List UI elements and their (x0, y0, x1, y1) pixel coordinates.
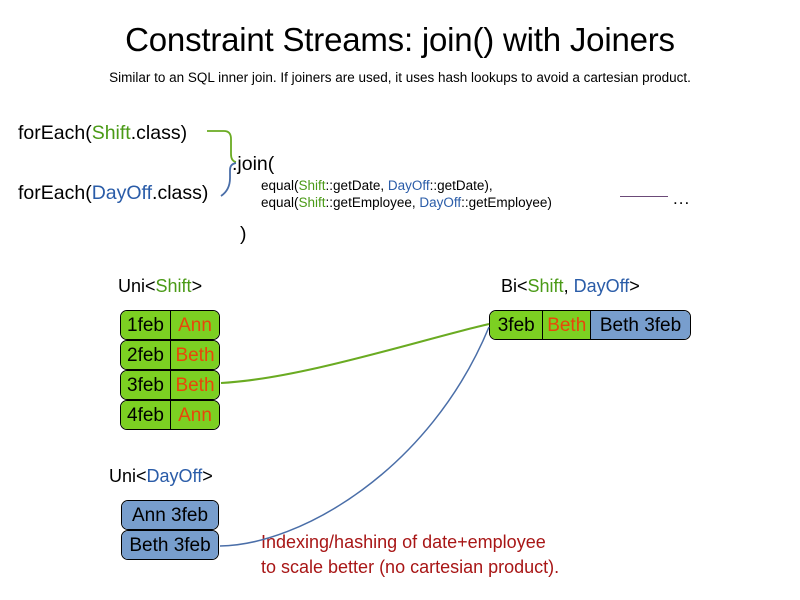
caption-uni-shift: Uni<Shift> (118, 275, 202, 297)
tuple-row[interactable]: 4feb Ann (120, 400, 220, 430)
bi-tuple-list: 3feb Beth Beth 3feb (489, 310, 691, 340)
uni-dayoff-caption-suffix: > (202, 466, 213, 486)
tuple-cell-dayoff: Ann 3feb (122, 501, 218, 529)
foreach-shift-suffix: .class) (130, 122, 188, 144)
tuple-cell-employee: Beth (169, 371, 219, 399)
tuple-cell-date: 1feb (121, 311, 170, 339)
joiner1-right-ref: ::getEmployee) (461, 195, 552, 210)
note-line-1: Indexing/hashing of date+employee (261, 532, 546, 552)
tuple-cell-date: 4feb (121, 401, 170, 429)
foreach-dayoff-prefix: forEach( (18, 182, 92, 204)
joiner0-left-type: Shift (298, 178, 326, 193)
joiner1-left-type: Shift (298, 195, 326, 210)
tuple-cell-employee: Beth (542, 311, 590, 339)
code-joiner-equal-date: equal(Shift::getDate, DayOff::getDate), (261, 177, 493, 194)
tuple-cell-date: 3feb (490, 311, 543, 339)
foreach-shift-type: Shift (91, 122, 131, 144)
code-joiner-equal-employee: equal(Shift::getEmployee, DayOff::getEmp… (261, 194, 552, 211)
tuple-row[interactable]: 2feb Beth (120, 340, 220, 370)
uni-shift-caption-suffix: > (191, 276, 203, 296)
joiner1-prefix: equal( (261, 195, 299, 210)
ellipsis-rule (620, 196, 668, 197)
bi-caption-prefix: Bi< (501, 276, 528, 296)
tuple-row[interactable]: Beth 3feb (121, 530, 219, 560)
uni-dayoff-caption-prefix: Uni< (109, 466, 147, 486)
caption-bi-shift-dayoff: Bi<Shift, DayOff> (501, 275, 640, 297)
joiner0-prefix: equal( (261, 178, 299, 193)
uni-dayoff-caption-type: DayOff (146, 466, 203, 486)
note-line-2: to scale better (no cartesian product). (261, 557, 560, 577)
tuple-row[interactable]: Ann 3feb (121, 500, 219, 530)
foreach-dayoff-suffix: .class) (152, 182, 209, 204)
tuple-row[interactable]: 3feb Beth (120, 370, 220, 400)
foreach-shift-prefix: forEach( (18, 122, 92, 144)
code-foreach-dayoff: forEach(DayOff.class) (18, 181, 208, 205)
note-text: Indexing/hashing of date+employee to sca… (261, 530, 559, 580)
connector-uni-shift-to-bi (220, 322, 490, 385)
foreach-dayoff-type: DayOff (91, 182, 153, 204)
bi-caption-type-shift: Shift (527, 276, 564, 296)
ellipsis-text: ... (673, 189, 691, 208)
tuple-cell-employee: Ann (169, 311, 219, 339)
tuple-cell-employee: Ann (169, 401, 219, 429)
bi-caption-middle: , (563, 276, 574, 296)
bi-caption-type-dayoff: DayOff (573, 276, 630, 296)
page-title: Constraint Streams: join() with Joiners (125, 21, 675, 58)
joiner0-right-ref: ::getDate), (429, 178, 493, 193)
tuple-row[interactable]: 1feb Ann (120, 310, 220, 340)
uni-shift-caption-type: Shift (155, 276, 192, 296)
joiner0-right-type: DayOff (387, 178, 430, 193)
connector-uni-dayoff-to-bi (219, 326, 490, 547)
code-foreach-shift: forEach(Shift.class) (18, 121, 187, 145)
joiner1-left-ref: ::getEmployee, (325, 195, 420, 210)
tuple-cell-dayoff: Beth 3feb (122, 531, 218, 559)
bi-caption-suffix: > (629, 276, 640, 296)
uni-shift-tuple-list: 1feb Ann 2feb Beth 3feb Beth 4feb Ann (120, 310, 220, 430)
code-join-open: .join( (232, 153, 275, 175)
caption-uni-dayoff: Uni<DayOff> (109, 465, 213, 487)
code-join-close: ) (240, 223, 247, 245)
page-subtitle: Similar to an SQL inner join. If joiners… (109, 70, 691, 85)
joiner0-left-ref: ::getDate, (325, 178, 388, 193)
tuple-row[interactable]: 3feb Beth Beth 3feb (489, 310, 691, 340)
tuple-cell-dayoff: Beth 3feb (590, 311, 690, 339)
tuple-cell-employee: Beth (169, 341, 219, 369)
uni-shift-caption-prefix: Uni< (118, 276, 156, 296)
tuple-cell-date: 3feb (121, 371, 170, 399)
tuple-cell-date: 2feb (121, 341, 170, 369)
uni-dayoff-tuple-list: Ann 3feb Beth 3feb (121, 500, 219, 560)
joiner1-right-type: DayOff (419, 195, 462, 210)
